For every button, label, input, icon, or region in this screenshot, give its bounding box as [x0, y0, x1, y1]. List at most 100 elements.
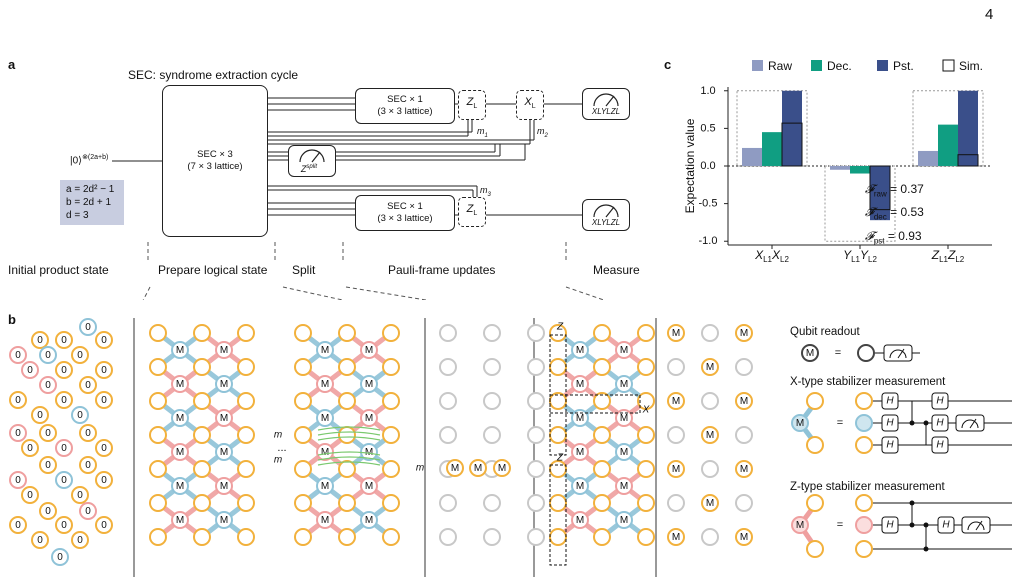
y-tick-label: 1.0 [700, 85, 715, 97]
qubit-label: 0 [61, 443, 67, 454]
bar-pst [958, 90, 978, 166]
qubit-label: M [321, 447, 329, 458]
panel-c-label: c [664, 57, 672, 72]
sec-bottom-label: SEC × 1 [387, 201, 423, 212]
qubit-label: 0 [101, 335, 107, 346]
z-ancilla [171, 511, 189, 529]
fidelity-block: 𝓕raw = 0.37 𝓕dec = 0.53 𝓕pst = 0.93 [865, 180, 924, 250]
initial-qubit [21, 439, 39, 457]
data-qubit [483, 324, 501, 342]
qubit-label: 0 [15, 395, 21, 406]
data-qubit [527, 494, 545, 512]
legend-qubit [855, 494, 873, 512]
parameter-box: a = 2d² − 1 b = 2d + 1 d = 3 [60, 180, 124, 225]
initial-qubit [71, 531, 89, 549]
idle-qubit [735, 494, 753, 512]
meter-icon [593, 92, 619, 106]
meter-needle [969, 418, 977, 429]
sec-top-label: SEC × 1 [387, 94, 423, 105]
readout-qubit [801, 344, 819, 362]
z-ancilla [171, 443, 189, 461]
data-qubit [193, 460, 211, 478]
sec-x3-box: SEC × 3 (7 × 3 lattice) [162, 85, 268, 237]
qubit-label: M [740, 532, 748, 543]
m2-label-a: m2 [537, 126, 548, 139]
bar-raw [742, 147, 762, 166]
h-gate [931, 392, 949, 410]
zl-bottom-text: Z [466, 203, 474, 216]
qubit-label: 0 [61, 520, 67, 531]
qubit-label: M [176, 345, 184, 356]
qubit-label: 0 [77, 410, 83, 421]
qubit-label: M [740, 328, 748, 339]
zl-label: Z [556, 322, 564, 333]
data-qubit [338, 528, 356, 546]
data-qubit [294, 460, 312, 478]
data-qubit [549, 358, 567, 376]
data-qubit [237, 392, 255, 410]
legend-qubit-label: M [806, 348, 814, 359]
ellipsis: ... [277, 442, 286, 454]
h-gate-label: H [886, 440, 894, 451]
x-ancilla [791, 414, 809, 432]
page-number: 4 [985, 6, 994, 23]
qubit-label: M [706, 498, 714, 509]
z-data [806, 540, 824, 558]
data-qubit [483, 392, 501, 410]
qubit-label: 0 [15, 520, 21, 531]
qubit-label: M [365, 379, 373, 390]
measure-bottom-box: XLYLZL [582, 199, 630, 231]
bar-dec [938, 124, 958, 166]
initial-qubit [39, 456, 57, 474]
split-z-text: Z [300, 163, 307, 174]
data-qubit [338, 426, 356, 444]
data-qubit [294, 494, 312, 512]
data-qubit [149, 528, 167, 546]
zl-top-sub: L [473, 103, 478, 111]
qubit-label: M [706, 362, 714, 373]
x-tick-label: YL1YL2 [843, 248, 877, 264]
qubit-label: M [365, 413, 373, 424]
bar-sim [781, 122, 803, 167]
legend-qubit [855, 436, 873, 454]
initial-qubit [31, 331, 49, 349]
stage-split: Split [292, 263, 316, 277]
x-ancilla [571, 477, 589, 495]
split-link [317, 431, 381, 436]
zl-bottom-sub: L [473, 210, 478, 218]
h-gate-label: H [936, 418, 944, 429]
data-qubit [593, 528, 611, 546]
initial-qubit [39, 346, 57, 364]
bar-raw [918, 150, 938, 166]
h-gate-label: H [942, 520, 950, 531]
measured-qubit [735, 528, 753, 546]
data-qubit [527, 460, 545, 478]
data-qubit [527, 324, 545, 342]
qubit-label: 0 [27, 490, 33, 501]
data-qubit [294, 324, 312, 342]
h-gate [931, 436, 949, 454]
initial-qubit [79, 376, 97, 394]
qubit-label: M [176, 379, 184, 390]
z-ancilla [215, 477, 233, 495]
data-qubit [149, 494, 167, 512]
xl-operator-box [549, 394, 641, 414]
x-ancilla [316, 477, 334, 495]
data-qubit [593, 392, 611, 410]
initial-qubit [51, 548, 69, 566]
initial-qubit [21, 486, 39, 504]
data-qubit [193, 494, 211, 512]
qubit-label: M [620, 379, 628, 390]
qubit-label: 0 [85, 428, 91, 439]
data-qubit [439, 324, 457, 342]
zl-top-text: Z [466, 96, 474, 109]
initial-qubit [95, 331, 113, 349]
y-tick-label: 0.0 [700, 160, 715, 172]
qubit-label: 0 [15, 350, 21, 361]
x-ancilla [615, 375, 633, 393]
split-link [317, 451, 381, 456]
data-qubit [549, 494, 567, 512]
panel-a-label: a [8, 57, 16, 72]
z-ancilla [615, 409, 633, 427]
